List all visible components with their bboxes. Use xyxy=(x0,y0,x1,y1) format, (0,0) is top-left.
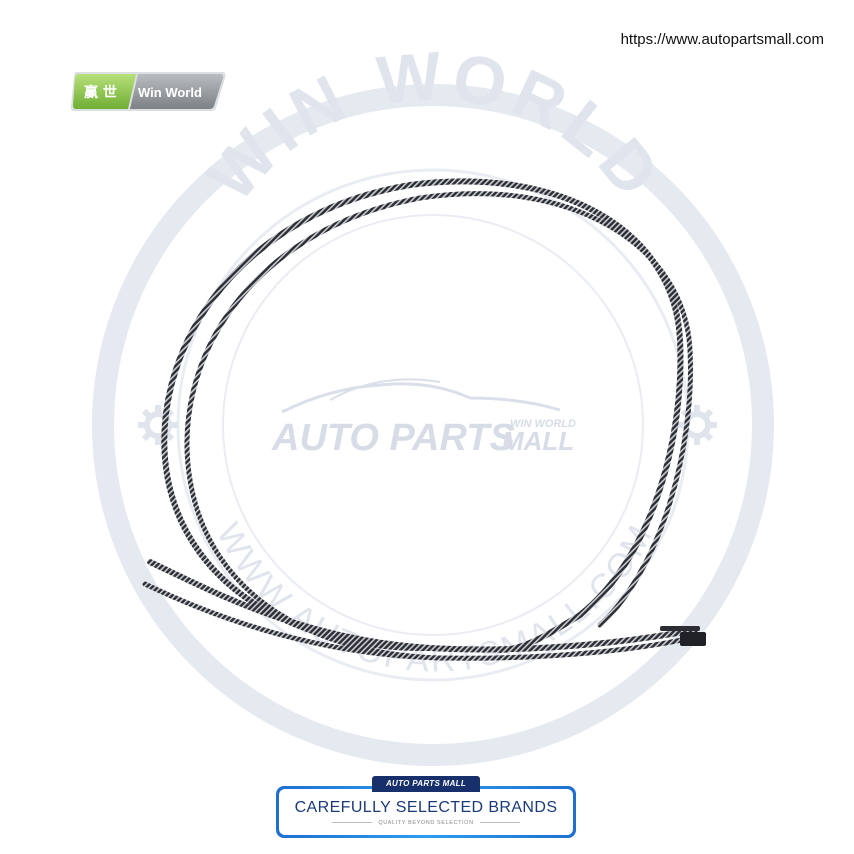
svg-text:WWW.AUTOPARTSMALL.COM: WWW.AUTOPARTSMALL.COM xyxy=(209,517,661,680)
watermark-arc-bottom: WWW.AUTOPARTSMALL.COM xyxy=(209,517,658,680)
coiled-cable xyxy=(142,178,706,661)
bottom-banner: CAREFULLY SELECTED BRANDS QUALITY BEYOND… xyxy=(276,776,576,840)
center-logo-small-top: WIN WORLD xyxy=(510,418,576,430)
center-logo-main: AUTO PARTS xyxy=(271,417,515,459)
website-url: https://www.autopartsmall.com xyxy=(620,31,824,48)
watermark-arc-top: WIN WORLD xyxy=(193,37,672,215)
win-world-logo: 赢 世 Win World xyxy=(70,70,228,112)
center-logo-small-bottom: MALL xyxy=(502,426,574,456)
banner-inner: CAREFULLY SELECTED BRANDS QUALITY BEYOND… xyxy=(279,789,573,835)
center-car-logo: AUTO PARTS WIN WORLD MALL xyxy=(271,378,576,459)
badge-brand-text: Win World xyxy=(138,85,202,100)
banner-title: CAREFULLY SELECTED BRANDS xyxy=(294,799,558,816)
banner-subtitle: QUALITY BEYOND SELECTION xyxy=(279,820,573,826)
banner-box: CAREFULLY SELECTED BRANDS QUALITY BEYOND… xyxy=(276,786,576,838)
gear-icon xyxy=(138,405,178,445)
badge-chinese-text: 赢 世 xyxy=(84,84,117,101)
svg-text:WIN WORLD: WIN WORLD xyxy=(193,37,678,215)
banner-tab-logo: AUTO PARTS MALL xyxy=(372,776,480,792)
